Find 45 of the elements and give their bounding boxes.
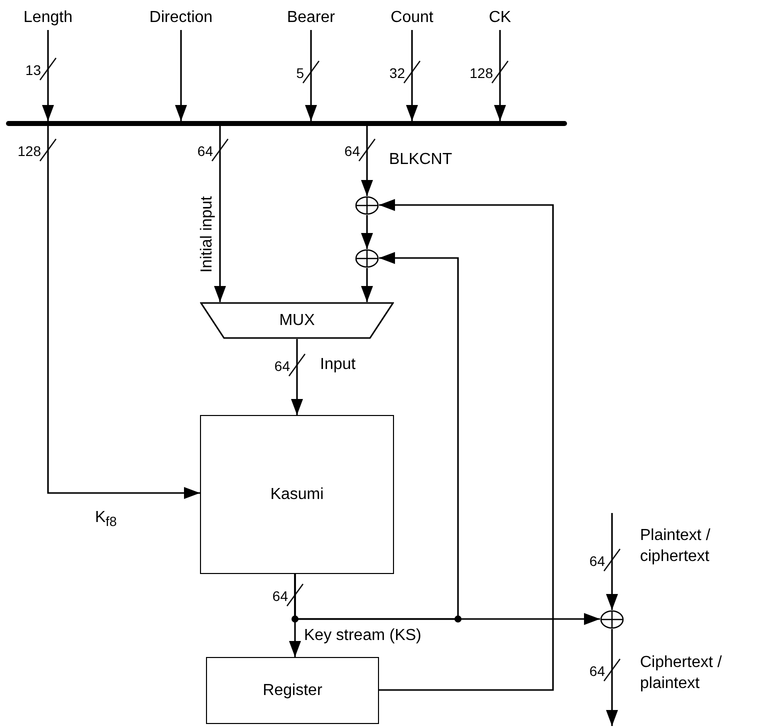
bit-width-label: 32 — [389, 65, 405, 81]
signal-label: K$_{f8}$ — [95, 508, 118, 530]
arrow — [361, 268, 373, 302]
bit-width-label: 5 — [296, 65, 304, 81]
bit-width-label: 64 — [272, 588, 288, 604]
arrow — [175, 30, 187, 121]
arrow — [606, 629, 618, 726]
register-block: Register — [206, 657, 379, 724]
arrow — [494, 30, 506, 121]
arrow — [406, 30, 418, 121]
xor-symbol — [600, 610, 624, 629]
bit-width-label: 64 — [589, 553, 605, 569]
input-label: CK — [480, 6, 520, 30]
signal-label: Key stream (KS) — [304, 626, 422, 646]
arrow — [606, 513, 618, 610]
bus-bar — [6, 121, 567, 126]
xor-symbol — [355, 249, 379, 268]
signal-label: BLKCNT — [389, 150, 454, 170]
arrow — [379, 199, 554, 691]
input-label: Bearer — [280, 6, 342, 30]
bit-width-label: 128 — [18, 143, 41, 159]
bit-width-label: 64 — [344, 143, 360, 159]
bit-width-label: 64 — [274, 358, 290, 374]
input-label: Count — [385, 6, 439, 30]
signal-label: Initial input — [198, 195, 217, 275]
input-label: Direction — [141, 6, 221, 30]
bit-width-label: 128 — [470, 65, 493, 81]
mux-label: MUX — [279, 312, 315, 330]
arrow — [291, 339, 303, 415]
xor-symbol — [355, 196, 379, 215]
arrow — [294, 574, 600, 625]
bit-width-label: 64 — [589, 663, 605, 679]
signal-label: Ciphertext / plaintext — [640, 653, 723, 694]
arrow — [47, 126, 200, 499]
signal-label: Plaintext / ciphertext — [640, 526, 712, 567]
bit-width-label: 64 — [197, 143, 213, 159]
bit-width-label: 13 — [25, 62, 41, 78]
arrow — [361, 215, 373, 249]
arrow — [305, 30, 317, 121]
signal-label: Input — [320, 355, 357, 375]
arrow — [361, 126, 373, 196]
arrow — [42, 30, 54, 121]
cipher-block: Kasumi — [200, 415, 394, 574]
input-label: Length — [16, 6, 80, 30]
arrow — [214, 126, 226, 302]
